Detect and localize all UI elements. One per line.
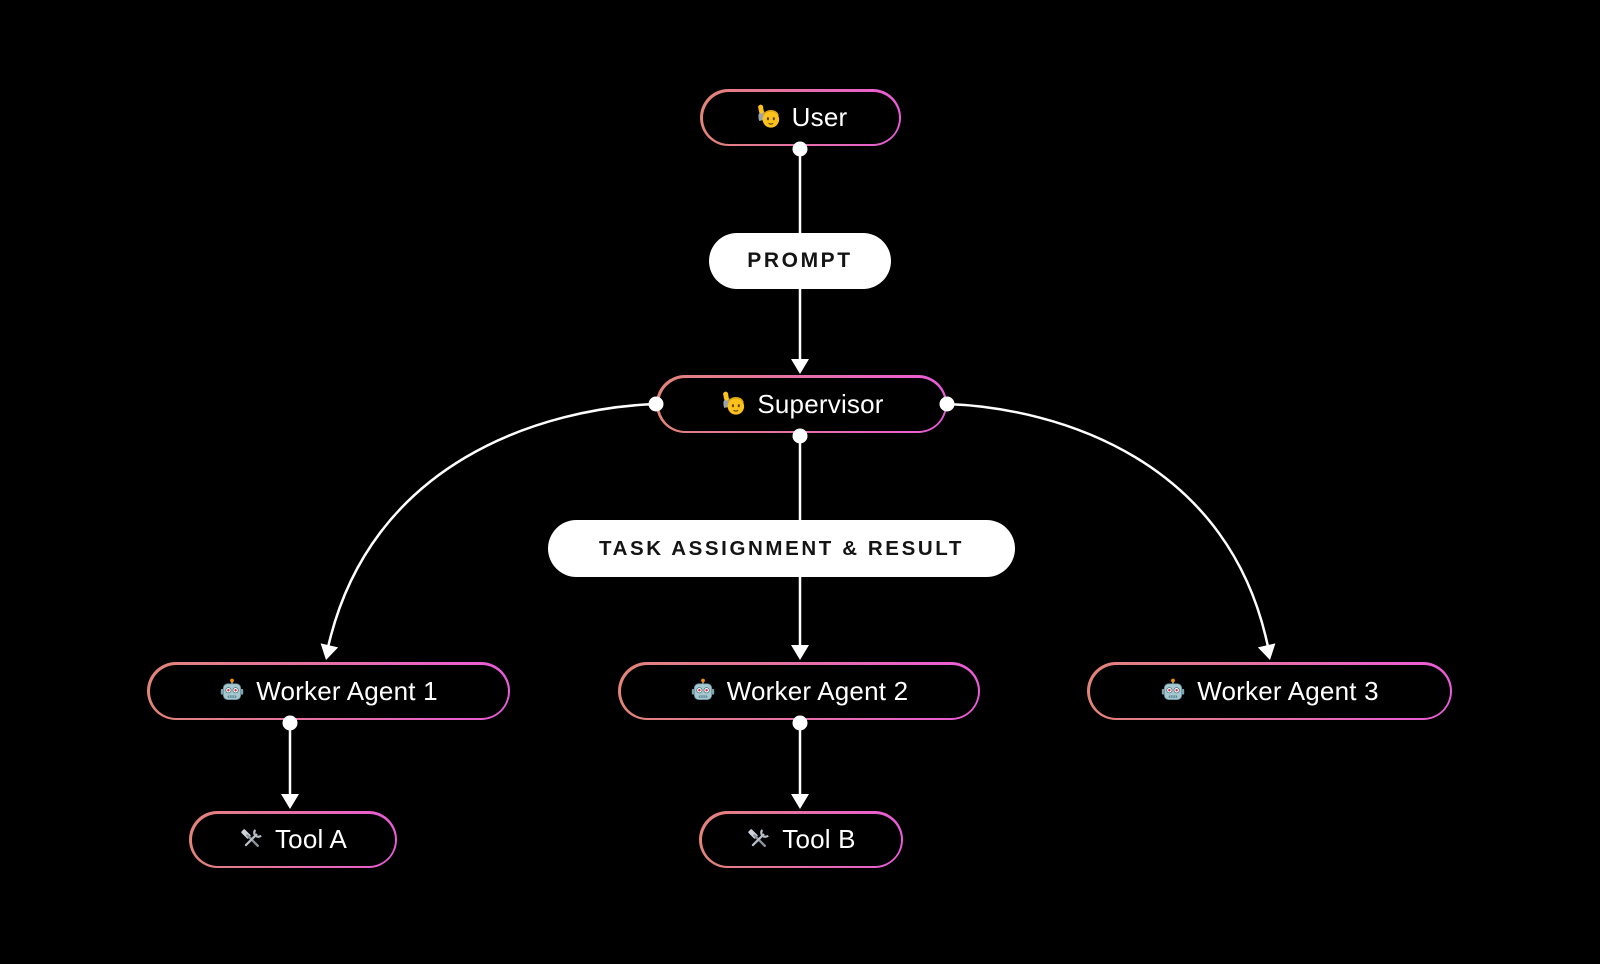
node-worker-agent-1[interactable]: Worker Agent 1: [147, 662, 510, 720]
edge-label-prompt: PROMPT: [709, 233, 891, 289]
node-worker-agent-2[interactable]: Worker Agent 2: [618, 662, 980, 720]
node-tool-b[interactable]: Tool B: [699, 811, 903, 868]
node-user-label: User: [791, 102, 848, 132]
node-tool-a-label: Tool A: [274, 824, 348, 854]
node-worker-agent-3[interactable]: Worker Agent 3: [1087, 662, 1452, 720]
node-tool-a[interactable]: Tool A: [189, 811, 397, 868]
person-raising-hand-icon: [719, 391, 746, 418]
edge-supervisor-worker3: [946, 402, 1271, 653]
node-supervisor-label: Supervisor: [757, 388, 884, 419]
node-worker-agent-2-label: Worker Agent 2: [726, 675, 909, 706]
robot-icon: [219, 678, 245, 704]
edge-label-task-assignment-result: TASK ASSIGNMENT & RESULT: [548, 520, 1015, 577]
node-worker-agent-3-label: Worker Agent 3: [1197, 675, 1379, 706]
robot-icon: [1160, 678, 1186, 704]
edge-supervisor-worker1: [325, 402, 657, 653]
hammer-and-wrench-icon: [239, 827, 264, 852]
node-user[interactable]: User: [700, 89, 901, 146]
hammer-and-wrench-icon: [746, 827, 771, 852]
person-raising-hand-icon: [754, 104, 781, 131]
robot-icon: [690, 678, 716, 704]
node-supervisor[interactable]: Supervisor: [656, 375, 947, 433]
node-tool-b-label: Tool B: [782, 824, 856, 854]
node-worker-agent-1-label: Worker Agent 1: [256, 675, 438, 706]
